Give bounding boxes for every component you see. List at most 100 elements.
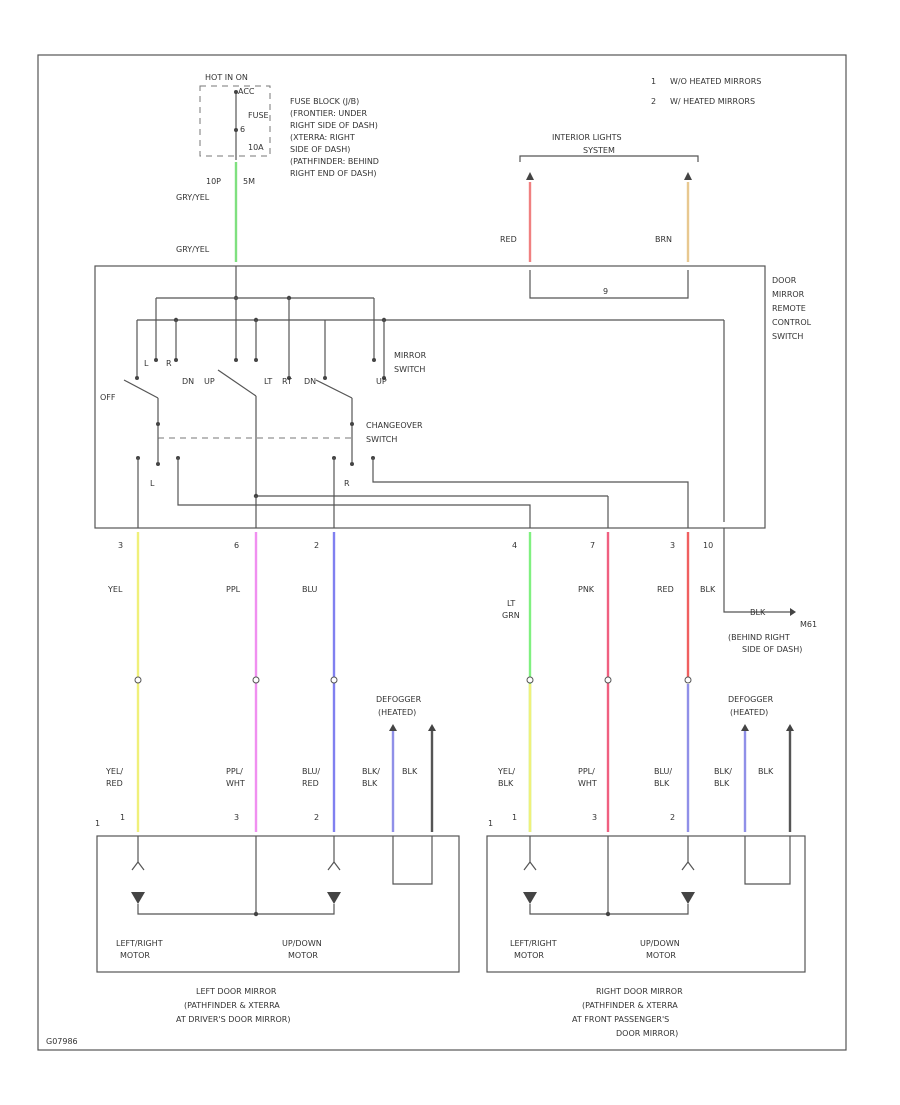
right-motor-b-line-2: MOTOR [646, 951, 676, 960]
wire-pnk-label: PNK [578, 585, 595, 594]
fuse-hot-label: HOT IN ON [205, 73, 248, 82]
connector-pin: 3 [118, 541, 123, 550]
ground-desc-line-1: (BEHIND RIGHT [728, 633, 790, 642]
contact [350, 422, 354, 426]
left-pin-label: 1 [120, 813, 125, 822]
right-lr-motor-icon [523, 892, 537, 904]
changeover-label-2: SWITCH [366, 435, 397, 444]
left-motor-a-line-1: LEFT/RIGHT [116, 939, 163, 948]
switch-connector-pins: 3 6 2 4 7 3 10 [118, 541, 713, 550]
mirror-switch-blade [315, 379, 353, 399]
legend: 1 W/O HEATED MIRRORS 2 W/ HEATED MIRRORS [651, 77, 761, 106]
right-legend-ref: 1 [488, 819, 493, 828]
fuse-desc-line: FUSE BLOCK (J/B) [290, 97, 359, 106]
remote-switch-label-line: SWITCH [772, 332, 803, 341]
fuse-desc-line: RIGHT SIDE OF DASH) [290, 121, 378, 130]
l-label: L [144, 359, 149, 368]
wire-blk-label: BLK [700, 585, 716, 594]
interior-title-line-1: INTERIOR LIGHTS [552, 133, 622, 142]
right-wire-label: BLU/ [654, 767, 672, 776]
interior-terminal-red [526, 172, 534, 180]
right-mirror-box [486, 835, 806, 973]
left-wire-label: BLK/ [362, 767, 380, 776]
left-caption-line-2: (PATHFINDER & XTERRA [184, 1001, 280, 1010]
left-wire-label: PPL/ [226, 767, 243, 776]
left-defogger-terminal [428, 724, 436, 731]
connector-pin: 3 [670, 541, 675, 550]
right-motor-a-line-1: LEFT/RIGHT [510, 939, 557, 948]
up-label-2: UP [376, 377, 387, 386]
interior-bracket [519, 155, 699, 162]
right-wire-label: BLK [654, 779, 670, 788]
left-mirror-box [96, 835, 460, 973]
right-defogger-terminal [786, 724, 794, 731]
ground-id-label: M61 [800, 620, 817, 629]
wire-red-label: RED [657, 585, 674, 594]
mirror-switch-label-1: MIRROR [394, 351, 427, 360]
ground-wire-blk-label: BLK [750, 608, 766, 617]
right-defogger-terminal [741, 724, 749, 731]
left-defogger-terminal [389, 724, 397, 731]
changeover-l-label: L [150, 479, 155, 488]
fuse-desc-line: (PATHFINDER: BEHIND [290, 157, 379, 166]
wire-lt-grn-label-2: GRN [502, 611, 520, 620]
inline-connector [604, 676, 612, 684]
left-wire-label: RED [302, 779, 319, 788]
fuse-desc-line: (XTERRA: RIGHT [290, 133, 355, 142]
left-caption-line-1: LEFT DOOR MIRROR [196, 987, 277, 996]
left-defogger-label-1: DEFOGGER [376, 695, 422, 704]
interior-brn-label: BRN [655, 235, 672, 244]
fuse-acc-label: ACC [238, 87, 255, 96]
contact [234, 358, 238, 362]
left-motor-a-line-2: MOTOR [120, 951, 150, 960]
wire-gry-yel-top-label: GRY/YEL [176, 193, 210, 202]
right-motor-b-line-1: UP/DOWN [640, 939, 680, 948]
changeover-label-1: CHANGEOVER [366, 421, 423, 430]
switch-out-right [372, 458, 689, 528]
right-motor-a-line-2: MOTOR [514, 951, 544, 960]
connector-pin: 2 [314, 541, 319, 550]
contact [154, 358, 158, 362]
junction [605, 911, 611, 917]
contact [350, 462, 354, 466]
connector-pin: 6 [234, 541, 239, 550]
right-caption-line-3: AT FRONT PASSENGER'S [572, 1015, 669, 1024]
switch-out-right [177, 458, 531, 528]
contact [135, 376, 139, 380]
contact [174, 358, 178, 362]
right-defogger-label-2: (HEATED) [730, 708, 768, 717]
ground-terminal [790, 608, 796, 616]
wire-lt-grn-label-1: LT [507, 599, 515, 608]
pin-10p-label: 10P [206, 177, 221, 186]
left-door-mirror: DEFOGGER (HEATED) YEL/ RED PPL/ WHT BLU/… [95, 695, 460, 1024]
right-wire-label: PPL/ [578, 767, 595, 776]
footer-code: G07986 [46, 1037, 78, 1046]
inline-connector [684, 676, 692, 684]
right-pin-label: 2 [670, 813, 675, 822]
interior-terminal-brn [684, 172, 692, 180]
dn-label-2: DN [304, 377, 316, 386]
right-door-mirror: DEFOGGER (HEATED) YEL/ BLK PPL/ WHT BLU/… [486, 695, 806, 1038]
dn-label: DN [182, 377, 194, 386]
fuse-mid-node [234, 128, 238, 132]
wire-blk-ground [723, 528, 790, 613]
contact [382, 376, 386, 380]
right-caption-line-2: (PATHFINDER & XTERRA [582, 1001, 678, 1010]
lower-wiring: YEL PPL BLU LT GRN PNK RED BLK BLK M61 (… [107, 528, 817, 832]
right-defogger-element [744, 836, 791, 885]
outer-frame [37, 54, 847, 1051]
mirror-switch-label-2: SWITCH [394, 365, 425, 374]
contact [254, 358, 258, 362]
fuse-top-node [234, 90, 238, 94]
rt-label: RT [282, 377, 292, 386]
fuse-description: FUSE BLOCK (J/B) (FRONTIER: UNDER RIGHT … [290, 97, 379, 178]
inline-connector [330, 676, 338, 684]
left-motor-b-line-1: UP/DOWN [282, 939, 322, 948]
legend-mark-1: 1 [651, 77, 656, 86]
switch-internal-wiring [123, 266, 725, 528]
switch-position-labels: OFF L R DN UP LT RT DN UP L R MIRROR SWI… [100, 351, 427, 488]
remote-switch-label: DOOR MIRROR REMOTE CONTROL SWITCH [772, 276, 812, 341]
right-wire-label: BLK [714, 779, 730, 788]
left-motor-common [137, 904, 335, 915]
